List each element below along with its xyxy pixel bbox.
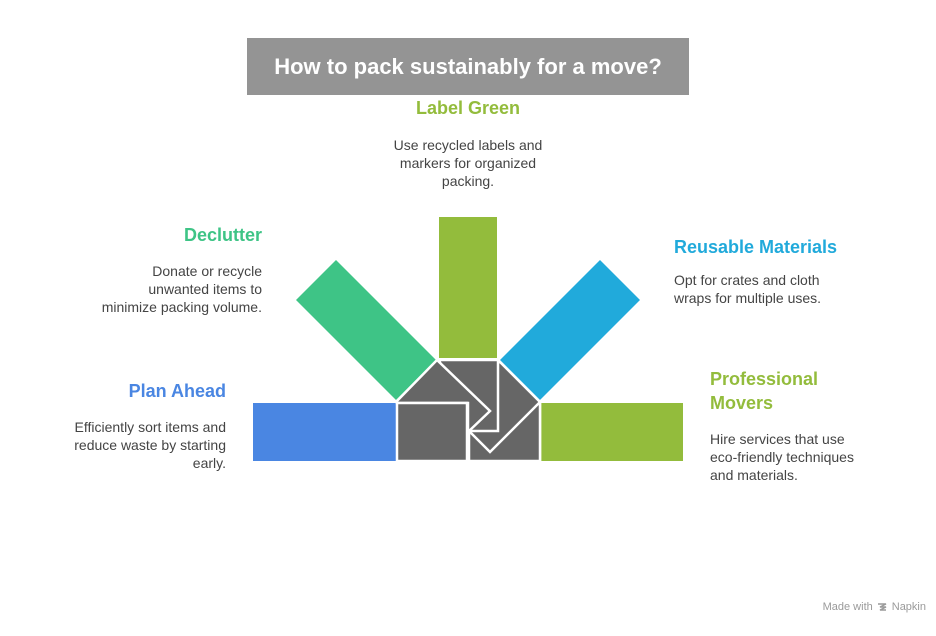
label-green-arm (439, 217, 497, 358)
label-green-description: Use recycled labels and markers for orga… (356, 136, 580, 190)
napkin-brand-label: Napkin (891, 601, 926, 613)
heading-line: Professional (710, 369, 819, 389)
diagram-title: How to pack sustainably for a move? (247, 38, 689, 95)
desc-line: Hire services that use (710, 431, 845, 447)
reusable-materials-arm (500, 260, 640, 400)
desc-line: and materials. (710, 467, 798, 483)
desc-line: Use recycled labels and (393, 137, 543, 153)
plan-ahead-arm (253, 403, 396, 461)
declutter-description: Donate or recycle unwanted items to mini… (62, 262, 262, 316)
center-piece-plan-ahead (395, 401, 469, 463)
reusable-materials-heading: Reusable Materials (674, 237, 838, 257)
desc-line: eco-friendly techniques (710, 449, 854, 465)
desc-line: reduce waste by starting (74, 437, 226, 453)
desc-line: markers for organized (399, 155, 537, 171)
center-piece-professional (467, 398, 542, 463)
professional-movers-arm (541, 403, 683, 461)
desc-line: packing. (441, 173, 495, 189)
desc-line: Donate or recycle (152, 263, 262, 279)
label-green-heading: Label Green (415, 98, 521, 118)
professional-movers-heading: Professional Movers (710, 367, 910, 415)
footer-attribution: Made with Napkin (823, 601, 926, 613)
heading-line: Movers (710, 393, 774, 413)
professional-movers-description: Hire services that use eco-friendly tech… (710, 430, 910, 484)
desc-line: unwanted items to (148, 281, 262, 297)
declutter-heading: Declutter (183, 225, 262, 245)
plan-ahead-description: Efficiently sort items and reduce waste … (26, 418, 226, 472)
declutter-arm (296, 260, 436, 400)
desc-line: early. (192, 455, 226, 471)
plan-ahead-heading: Plan Ahead (128, 381, 226, 401)
desc-line: minimize packing volume. (101, 299, 262, 315)
reusable-materials-description: Opt for crates and cloth wraps for multi… (674, 271, 914, 307)
made-with-label: Made with (822, 601, 873, 613)
desc-line: wraps for multiple uses. (674, 290, 822, 306)
napkin-logo-icon (877, 602, 887, 611)
desc-line: Efficiently sort items and (74, 419, 226, 435)
desc-line: Opt for crates and cloth (674, 272, 820, 288)
